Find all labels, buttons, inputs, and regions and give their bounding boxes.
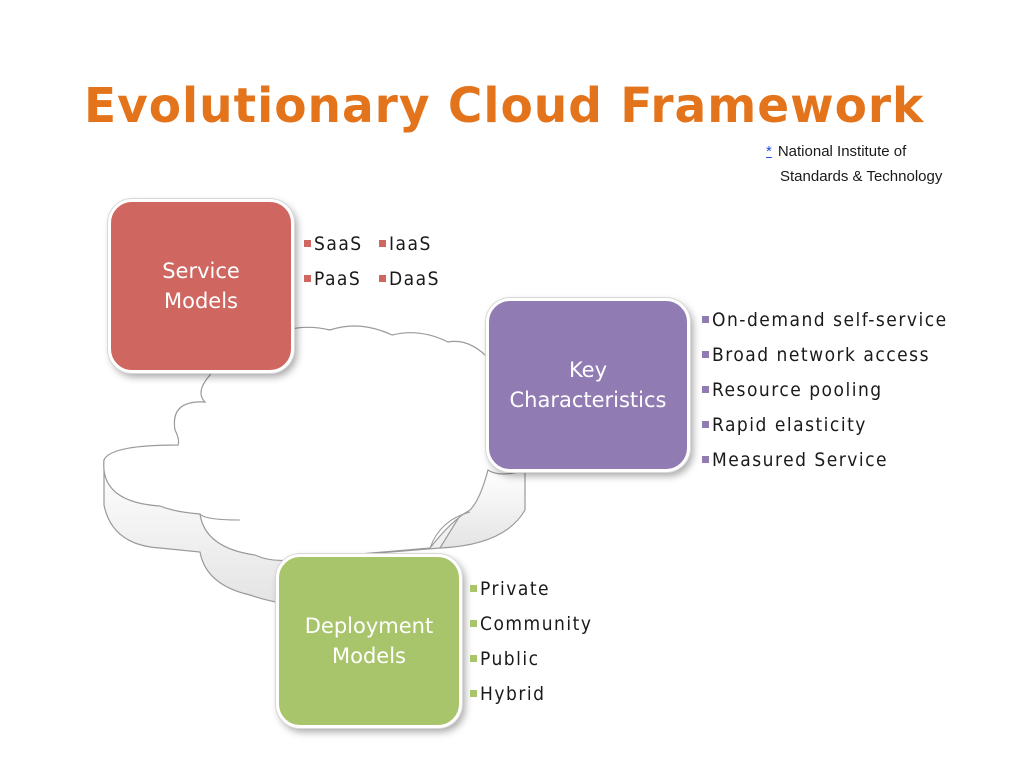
footnote-line-2: Standards & Technology — [780, 168, 943, 185]
bullet-icon — [379, 275, 386, 282]
key-characteristics-box: Key Characteristics — [486, 298, 690, 472]
bullet-icon — [470, 620, 477, 627]
key-characteristics-list: On-demand self-service Broad network acc… — [702, 302, 948, 477]
slide-title: Evolutionary Cloud Framework — [84, 78, 925, 134]
bullet-icon — [470, 690, 477, 697]
deployment-item: Private — [480, 577, 551, 600]
footnote-link[interactable]: * — [766, 143, 772, 160]
bullet-icon — [470, 585, 477, 592]
bullet-icon — [702, 421, 709, 428]
key-item: Resource pooling — [712, 378, 883, 401]
bullet-icon — [702, 456, 709, 463]
service-item-iaas: IaaS — [389, 232, 432, 255]
key-item: Measured Service — [712, 448, 889, 471]
footnote: * National Institute of Standards & Techn… — [766, 139, 1006, 189]
list-item: DaaS — [379, 261, 459, 296]
bullet-icon — [702, 316, 709, 323]
list-item: Community — [470, 606, 592, 641]
key-item: On-demand self-service — [712, 308, 948, 331]
deployment-models-box: Deployment Models — [276, 554, 462, 728]
deployment-models-list: Private Community Public Hybrid — [470, 571, 592, 711]
bullet-icon — [702, 386, 709, 393]
service-models-label: Service Models — [162, 259, 240, 313]
service-models-box: Service Models — [108, 199, 294, 373]
bullet-icon — [304, 240, 311, 247]
deployment-item: Hybrid — [480, 682, 546, 705]
cloud-inner-line — [199, 513, 241, 521]
key-characteristics-label: Key Characteristics — [509, 358, 667, 412]
bullet-icon — [304, 275, 311, 282]
cloud-inner-line-2 — [429, 511, 471, 549]
deployment-item: Public — [480, 647, 540, 670]
list-item: On-demand self-service — [702, 302, 948, 337]
service-item-paas: PaaS — [314, 267, 362, 290]
bullet-icon — [702, 351, 709, 358]
service-item-saas: SaaS — [314, 232, 363, 255]
list-item: Hybrid — [470, 676, 592, 711]
footnote-line-1: National Institute of — [777, 143, 907, 160]
list-item: PaaS — [304, 261, 379, 296]
bullet-icon — [379, 240, 386, 247]
list-item: SaaS — [304, 226, 379, 261]
list-item: Resource pooling — [702, 372, 948, 407]
list-item: Measured Service — [702, 442, 948, 477]
bullet-icon — [470, 655, 477, 662]
service-models-list: SaaS IaaS PaaS DaaS — [304, 226, 464, 296]
service-item-daas: DaaS — [389, 267, 440, 290]
key-item: Rapid elasticity — [712, 413, 867, 436]
key-item: Broad network access — [712, 343, 930, 366]
deployment-item: Community — [480, 612, 593, 635]
cloud-side-lobe — [438, 469, 526, 549]
list-item: Private — [470, 571, 592, 606]
list-item: Public — [470, 641, 592, 676]
list-item: Broad network access — [702, 337, 948, 372]
list-item: IaaS — [379, 226, 459, 261]
deployment-models-label: Deployment Models — [304, 614, 434, 668]
cloud-top — [103, 325, 534, 562]
list-item: Rapid elasticity — [702, 407, 948, 442]
